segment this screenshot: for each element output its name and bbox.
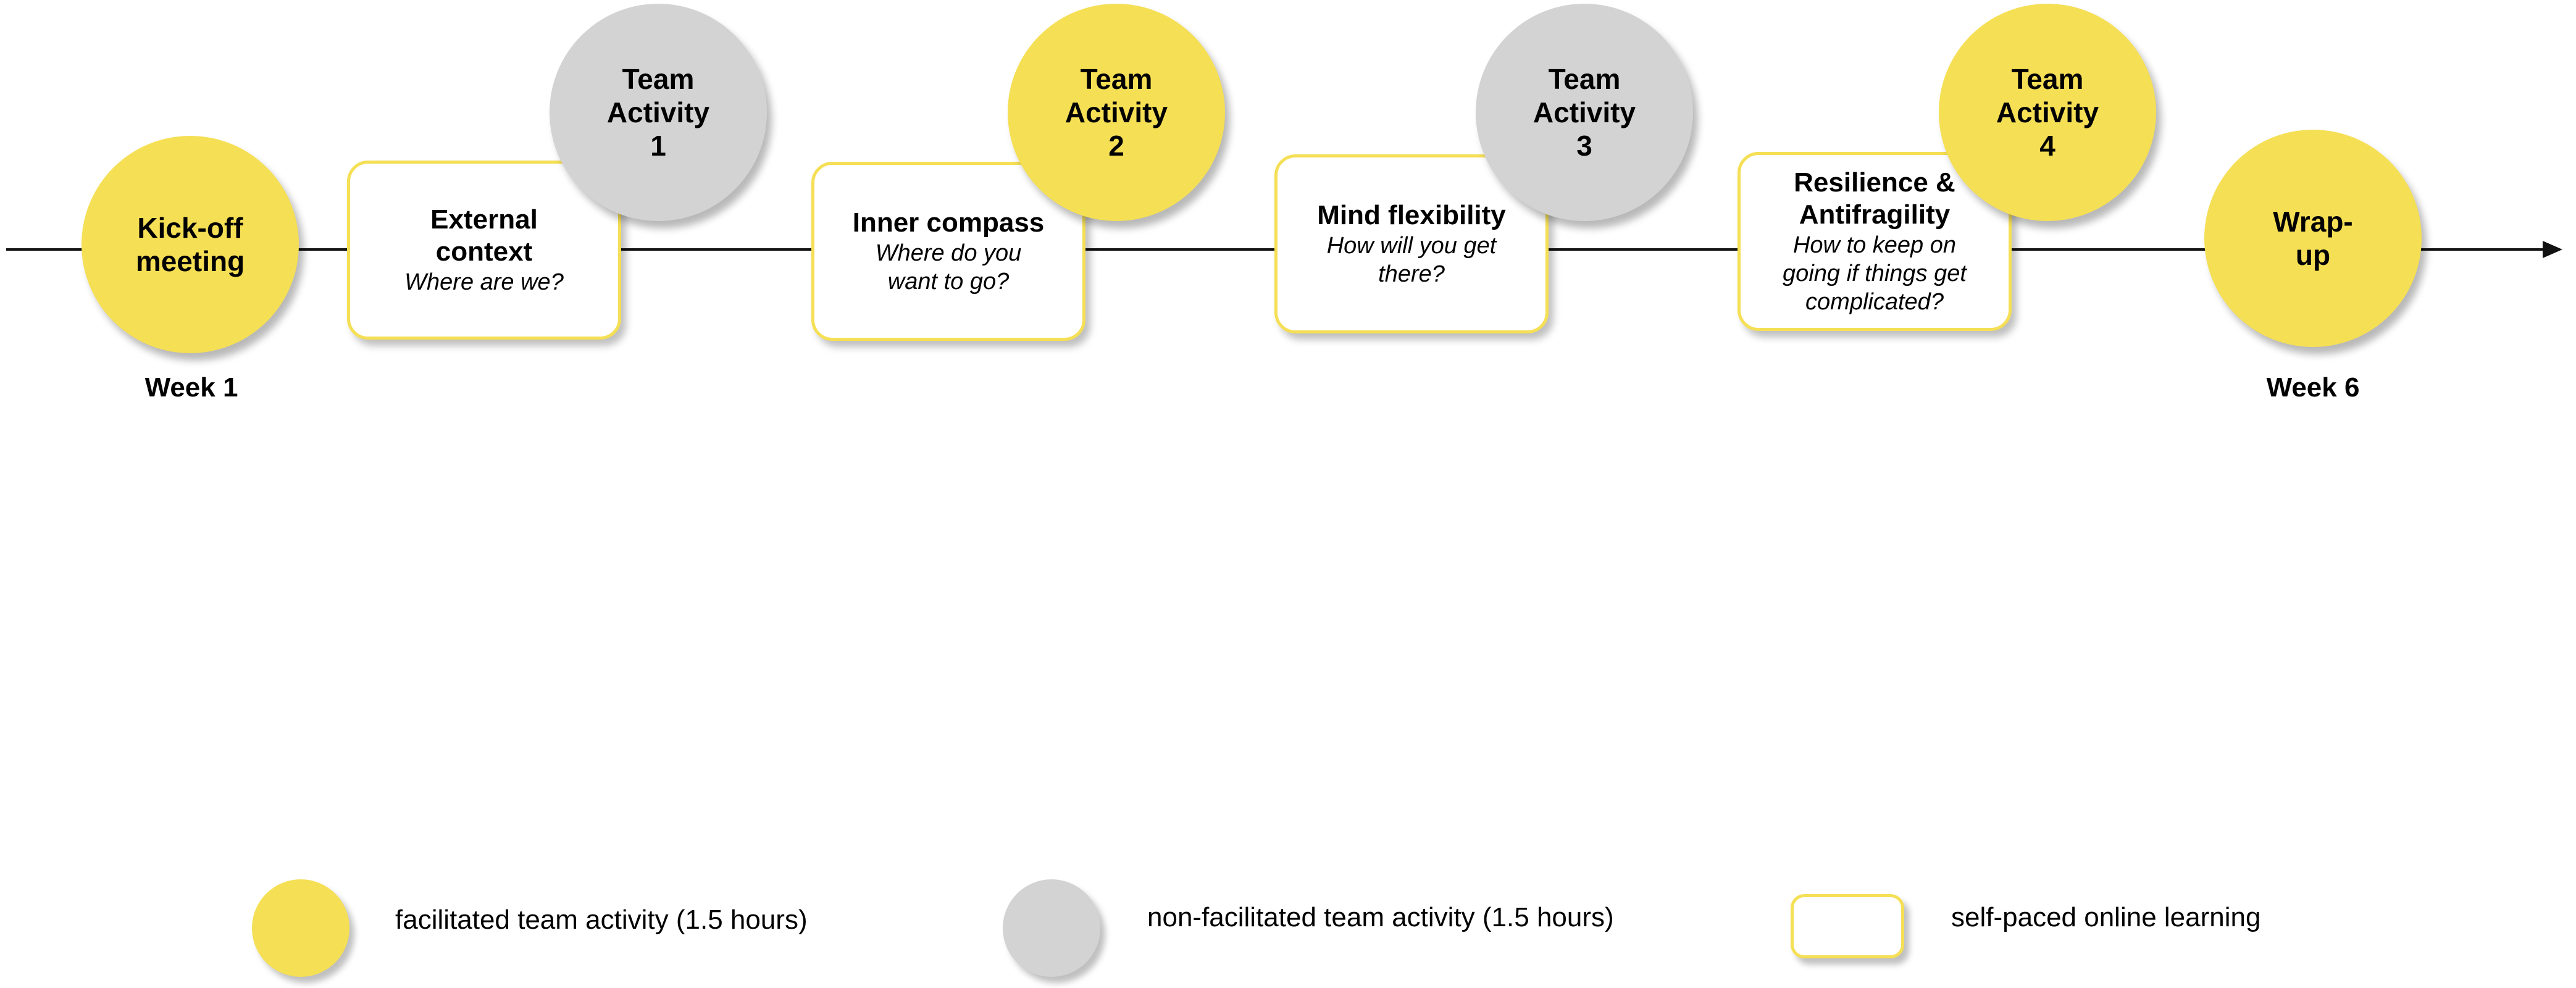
team-activity-4-line2: Activity xyxy=(1996,96,2099,128)
legend-label-non-facilitated: non-facilitated team activity (1.5 hours… xyxy=(1147,902,1614,932)
team-activity-1-line2: Activity xyxy=(606,96,710,128)
team-activity-4: Team Activity 4 xyxy=(1939,4,2156,221)
milestone-wrapup-line2: up xyxy=(2295,239,2331,271)
team-activity-3-line2: Activity xyxy=(1533,96,1636,128)
team-activity-2-line2: Activity xyxy=(1064,96,1168,128)
milestone-wrapup-line1: Wrap- xyxy=(2273,206,2353,238)
module-1-subtitle: Where are we? xyxy=(404,269,564,295)
module-3-subtitle: How will you get xyxy=(1326,233,1497,259)
team-activity-3-line1: Team xyxy=(1548,63,1621,95)
team-activity-1-line1: Team xyxy=(622,63,695,95)
milestone-kickoff-line2: meeting xyxy=(135,245,245,277)
team-activity-2-number: 2 xyxy=(1108,130,1124,162)
team-activity-4-number: 4 xyxy=(2039,130,2055,162)
module-2-subtitle: Where do you xyxy=(875,240,1022,266)
module-box-1: External context Where are we? xyxy=(347,161,621,340)
team-activity-3: Team Activity 3 xyxy=(1476,4,1693,221)
legend-swatch-self-paced xyxy=(1791,894,1904,958)
module-3-title: Mind flexibility xyxy=(1317,200,1506,230)
module-4-title-line2: Antifragility xyxy=(1799,199,1951,230)
module-2-title: Inner compass xyxy=(852,207,1045,238)
legend-swatch-facilitated xyxy=(252,879,349,977)
module-4-subtitle: How to keep on xyxy=(1792,232,1957,258)
legend-swatch-non-facilitated xyxy=(1003,879,1100,977)
module-4-subtitle-line2: going if things get xyxy=(1783,261,1967,287)
legend-label-self-paced: self-paced online learning xyxy=(1951,902,2261,932)
module-4-title: Resilience & xyxy=(1794,167,1955,198)
team-activity-2-line1: Team xyxy=(1080,63,1153,95)
team-activity-4-line1: Team xyxy=(2011,63,2084,95)
week-label-start: Week 1 xyxy=(144,372,238,403)
team-activity-1-number: 1 xyxy=(650,130,666,162)
milestone-wrapup: Wrap- up xyxy=(2204,130,2422,347)
team-activity-1: Team Activity 1 xyxy=(550,4,767,221)
team-activity-3-number: 3 xyxy=(1576,130,1592,162)
module-4-subtitle-line3: complicated? xyxy=(1805,289,1944,315)
module-box-4: Resilience & Antifragility How to keep o… xyxy=(1738,152,2012,331)
module-box-3: Mind flexibility How will you get there? xyxy=(1274,154,1549,333)
milestone-kickoff-line1: Kick-off xyxy=(137,212,243,244)
team-activity-2: Team Activity 2 xyxy=(1008,4,1225,221)
legend-label-facilitated: facilitated team activity (1.5 hours) xyxy=(395,905,808,935)
module-box-2: Inner compass Where do you want to go? xyxy=(811,162,1085,341)
module-2-subtitle-line2: want to go? xyxy=(887,269,1010,295)
module-1-title-line2: context xyxy=(435,237,533,267)
timeline-arrowhead xyxy=(2543,241,2562,258)
week-label-end: Week 6 xyxy=(2266,372,2360,403)
milestone-kickoff: Kick-off meeting xyxy=(82,136,299,353)
module-3-subtitle-line2: there? xyxy=(1378,261,1445,287)
module-1-title: External xyxy=(430,204,538,235)
